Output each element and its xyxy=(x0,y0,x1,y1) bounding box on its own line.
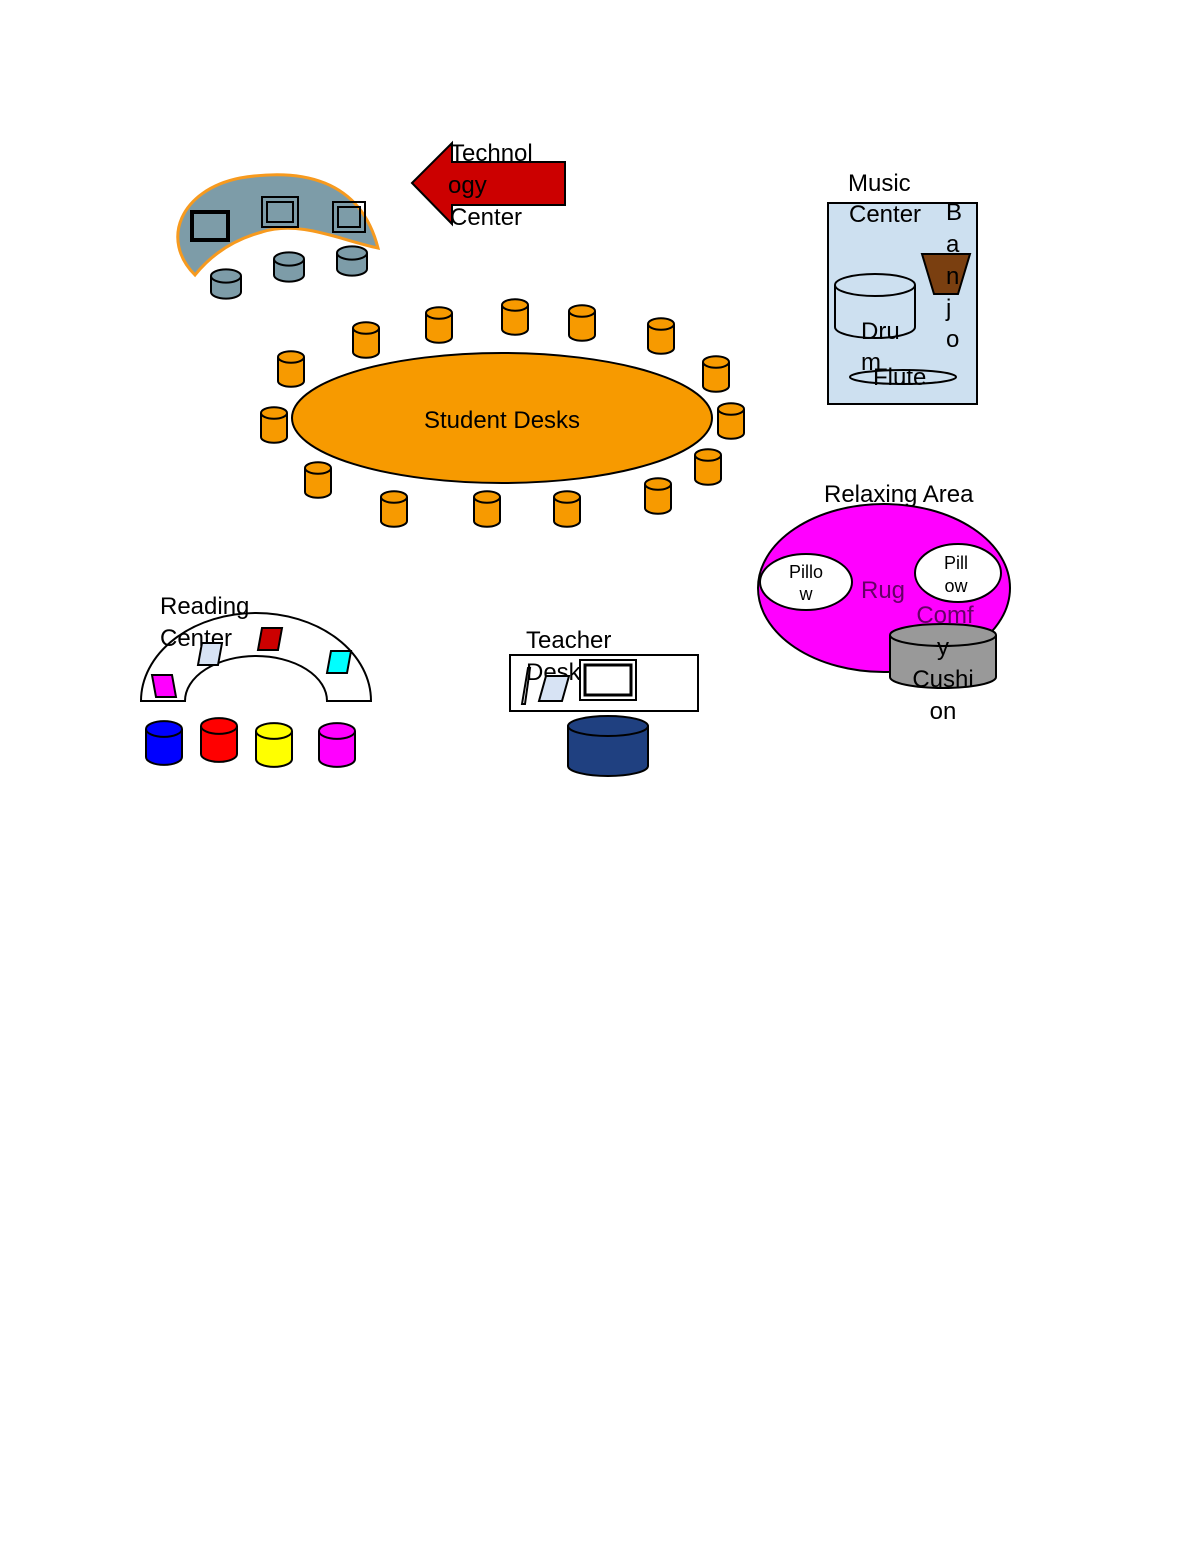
student-stool xyxy=(501,298,529,336)
pillow-right-label-line1: Pill xyxy=(944,553,968,573)
book-icon xyxy=(256,627,284,651)
technology-center-label-line2: ogy xyxy=(448,172,487,199)
reading-stool xyxy=(200,717,238,763)
reading-stool xyxy=(318,722,356,768)
book-icon xyxy=(150,674,178,698)
rug-label: Rug xyxy=(861,577,905,604)
pencil-icon xyxy=(520,667,532,705)
student-stool xyxy=(568,304,596,342)
music-center-label-line2: Center xyxy=(849,201,921,228)
drum-label-line2: m xyxy=(861,349,881,376)
student-stool xyxy=(277,350,305,388)
technology-table xyxy=(176,173,381,278)
student-stool xyxy=(304,461,332,499)
relaxing-area: Relaxing Area Rug Pillo w Pill ow Comf y… xyxy=(757,481,1011,725)
pillow-left-label-line2: w xyxy=(799,584,814,604)
music-center-label-line1: Music xyxy=(848,170,911,197)
student-stool xyxy=(425,306,453,344)
technology-stool xyxy=(273,251,305,283)
comfy-cushion-icon xyxy=(889,623,997,689)
student-desk-table xyxy=(291,352,713,484)
teacher-chair-icon xyxy=(567,715,649,777)
pillow-left-label-line1: Pillo xyxy=(789,562,823,582)
banjo-icon xyxy=(920,253,972,295)
student-stool xyxy=(352,321,380,359)
student-stool xyxy=(380,490,408,528)
technology-center-label-arrow: Technol ogy Center xyxy=(410,140,566,231)
student-stool xyxy=(644,477,672,515)
pillow-left xyxy=(759,553,853,611)
drum-label-line1: Dru xyxy=(861,318,900,345)
student-stool xyxy=(553,490,581,528)
banjo-label-a: a xyxy=(946,231,960,258)
student-stool xyxy=(702,355,730,393)
reading-center-label-line1: Reading xyxy=(160,593,249,620)
drum-icon xyxy=(834,273,916,339)
technology-stool xyxy=(336,245,368,277)
student-stool xyxy=(473,490,501,528)
relaxing-area-label: Relaxing Area xyxy=(824,481,974,508)
banjo-label-o: o xyxy=(946,326,959,353)
flute-label: Flute xyxy=(873,364,926,391)
technology-center-label-line3: Center xyxy=(450,204,522,231)
reading-center: Reading Center xyxy=(139,593,373,768)
music-center: Music Center B a n j o Dru m Flute xyxy=(827,170,978,405)
pillow-right-label-line2: ow xyxy=(944,576,968,596)
book-icon xyxy=(196,642,224,666)
arrow-left-icon xyxy=(410,140,566,227)
computer-icon xyxy=(190,210,230,242)
comfy-cushion-label-line1: Comf xyxy=(916,602,974,629)
pillow-right xyxy=(914,543,1002,603)
comfy-cushion-label-line4: on xyxy=(930,698,957,725)
technology-center-label-line1: Technol xyxy=(450,140,533,167)
student-desks-label: Student Desks xyxy=(424,407,580,434)
comfy-cushion-label-line3: Cushi xyxy=(912,666,973,693)
student-desks-area: Student Desks xyxy=(260,298,745,528)
student-stool xyxy=(647,317,675,355)
teacher-desk-label-line1: Teacher xyxy=(526,627,611,654)
student-stool xyxy=(260,406,288,444)
flute-icon xyxy=(849,369,957,385)
comfy-cushion-label-line2: y xyxy=(937,634,949,661)
student-stool xyxy=(717,402,745,440)
book-icon xyxy=(537,675,571,702)
technology-center xyxy=(176,173,381,300)
student-stool xyxy=(694,448,722,486)
reading-stool xyxy=(255,722,293,768)
banjo-label-j: j xyxy=(945,295,951,322)
reading-shelf-arc xyxy=(139,612,373,702)
reading-stool xyxy=(145,720,183,766)
computer-icon xyxy=(332,201,366,233)
banjo-label-b: B xyxy=(946,199,962,226)
teacher-desk-area: Teacher Desk xyxy=(509,627,699,777)
technology-stool xyxy=(210,268,242,300)
computer-icon xyxy=(261,196,299,228)
banjo-label-n: n xyxy=(946,263,959,290)
computer-icon xyxy=(579,659,637,701)
book-icon xyxy=(325,650,353,674)
